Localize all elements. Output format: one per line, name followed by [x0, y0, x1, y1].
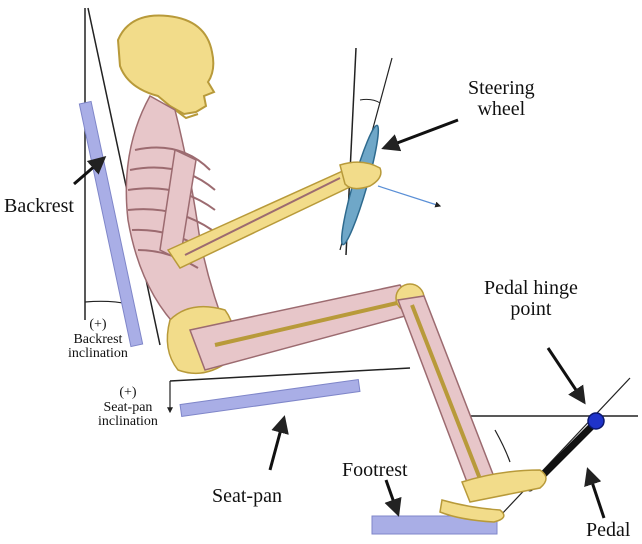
- label-pedal-hinge-point: Pedal hinge point: [484, 278, 578, 320]
- label-backrest-inclination-sign: (+): [68, 318, 128, 333]
- label-steering-wheel: Steering wheel: [468, 78, 535, 120]
- label-seatpan-inclination-line2: inclination: [98, 415, 158, 430]
- label-backrest-inclination-line2: inclination: [68, 347, 128, 362]
- label-backrest-inclination: (+) Backrest inclination: [68, 318, 128, 362]
- label-backrest-inclination-line1: Backrest: [68, 333, 128, 348]
- label-pedal-hinge-point-line1: Pedal hinge: [484, 278, 578, 299]
- label-seatpan-inclination: (+) Seat-pan inclination: [98, 386, 158, 430]
- label-seat-pan: Seat-pan: [212, 486, 282, 507]
- seat-pan-assembly: [170, 368, 410, 416]
- label-steering-wheel-line2: wheel: [468, 99, 535, 120]
- pedal-hinge-point-marker: [588, 413, 604, 429]
- label-pedal-hinge-point-line2: point: [484, 299, 578, 320]
- arrow-footrest: [386, 480, 398, 514]
- label-pedal: Pedal: [586, 520, 630, 541]
- arrow-pedal-hinge: [548, 348, 584, 402]
- arrow-seat-pan: [270, 418, 284, 470]
- label-footrest: Footrest: [342, 460, 408, 481]
- arrow-steering-wheel: [384, 120, 458, 148]
- steering-wheel: [336, 48, 440, 255]
- label-seatpan-inclination-line1: Seat-pan: [98, 401, 158, 416]
- arrow-pedal: [588, 470, 604, 518]
- label-seatpan-inclination-sign: (+): [98, 386, 158, 401]
- label-backrest: Backrest: [4, 196, 74, 217]
- label-steering-wheel-line1: Steering: [468, 78, 535, 99]
